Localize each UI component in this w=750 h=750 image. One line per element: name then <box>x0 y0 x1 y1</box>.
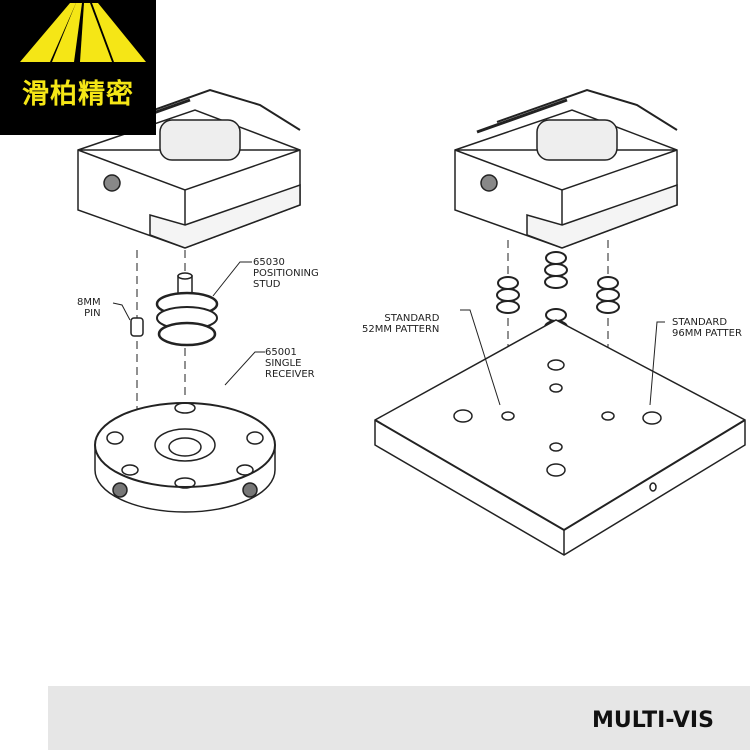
footer-title: MULTI-VIS <box>592 708 714 733</box>
positioning-stud-label: 65030 POSITIONING STUD <box>253 257 319 290</box>
positioning-stud <box>155 261 252 347</box>
pin-8mm <box>112 302 144 337</box>
single-receiver <box>94 351 276 513</box>
logo-text: 滑柏精密 <box>22 79 134 110</box>
logo-mark-icon <box>20 3 146 62</box>
footer-band <box>48 686 750 750</box>
single-receiver-label: 65001 SINGLE RECEIVER <box>265 347 315 380</box>
pattern-96-label: STANDARD 96MM PATTER <box>672 317 742 339</box>
subplate <box>374 309 746 556</box>
right-vise <box>454 88 678 249</box>
company-logo: 滑柏精密 <box>0 0 156 135</box>
pin-label: 8MM PIN <box>77 297 101 319</box>
pattern-52-label: STANDARD 52MM PATTERN <box>362 313 440 335</box>
